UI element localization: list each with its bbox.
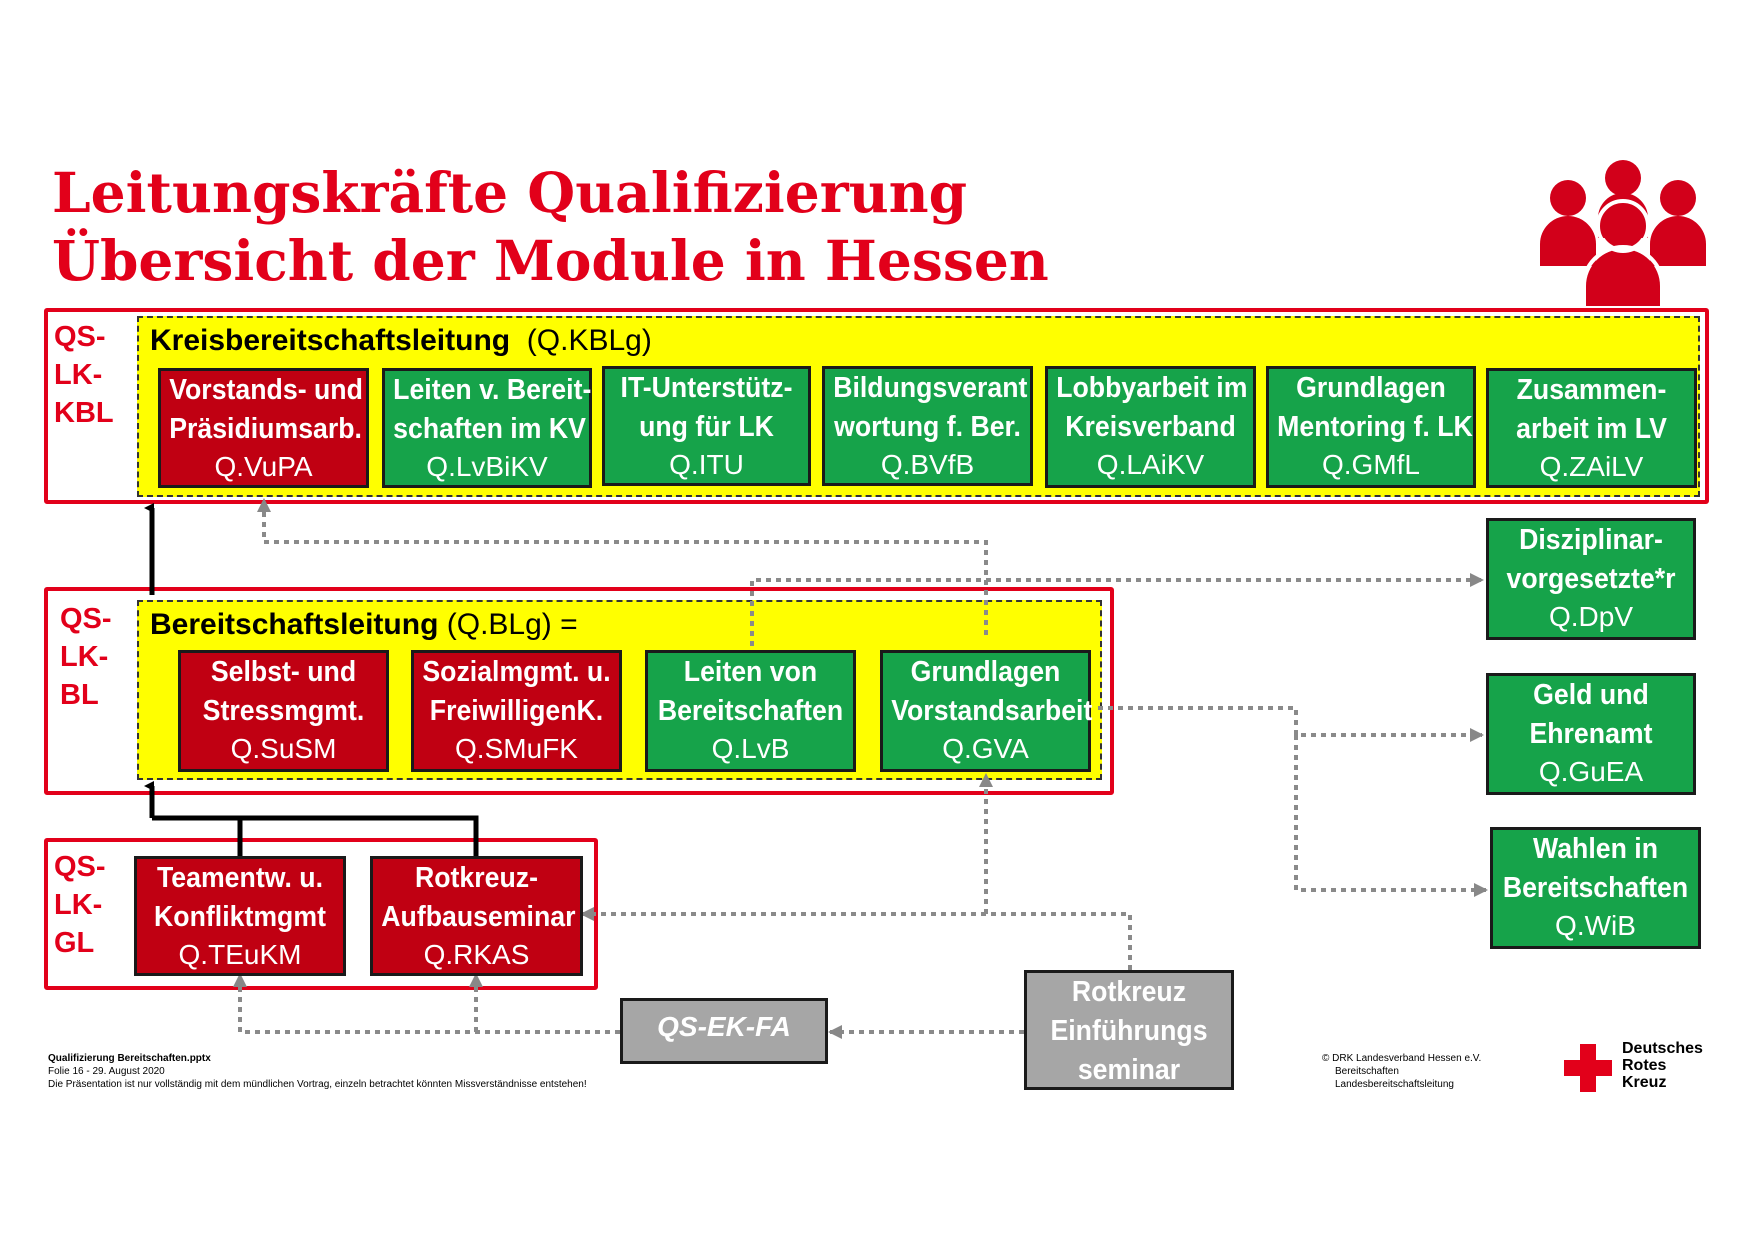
module-code: Q.BVfB	[880, 449, 975, 480]
module-code: Q.LvB	[711, 733, 790, 764]
kbl-heading: Kreisbereitschaftsleitung (Q.KBLg)	[150, 324, 652, 358]
module-q-zailv[interactable]: Zusammen- arbeit im LV Q.ZAiLV	[1486, 368, 1697, 488]
module-line-1: Rotkreuz-	[414, 862, 539, 894]
module-q-susm[interactable]: Selbst- und Stressmgmt. Q.SuSM	[178, 650, 389, 772]
module-q-bvfb[interactable]: Bildungsverant wortung f. Ber. Q.BVfB	[822, 366, 1033, 486]
drk-logo-line-2: Rotes	[1622, 1057, 1667, 1074]
module-q-guea[interactable]: Geld und Ehrenamt Q.GuEA	[1486, 673, 1696, 795]
module-line-1: Lobbyarbeit im	[1056, 372, 1248, 404]
module-line-1: Wahlen in	[1532, 833, 1659, 865]
module-line-2: Stressmgmt.	[202, 695, 365, 727]
module-line-1: Zusammen-	[1516, 374, 1667, 406]
bl-heading-title: Bereitschaftsleitung	[150, 608, 439, 641]
level-kbl-frame	[44, 308, 1709, 504]
module-code: Q.DpV	[1548, 601, 1634, 632]
level-bl-label: QS- LK- BL	[60, 603, 112, 711]
module-line-2: arbeit im LV	[1516, 413, 1667, 445]
module-code: Q.SMuFK	[455, 733, 578, 764]
module-code: Q.GMfL	[1321, 449, 1420, 480]
module-line-2: Ehrenamt	[1529, 718, 1653, 750]
module-line-2: Bereitschaften	[657, 695, 844, 727]
footer-disclaimer: Die Präsentation ist nur vollständig mit…	[48, 1079, 587, 1090]
title-line-1: Leitungskräfte Qualifizierung	[52, 160, 968, 225]
module-q-itu[interactable]: IT-Unterstütz- ung für LK Q.ITU	[602, 366, 811, 486]
module-q-vupa[interactable]: Vorstands- und Präsidiumsarb. Q.VuPA	[158, 368, 369, 488]
bl-heading-code: (Q.BLg) =	[446, 608, 578, 641]
module-line-1: Grundlagen	[910, 656, 1061, 688]
module-q-dpv[interactable]: Disziplinar- vorgesetzte*r Q.DpV	[1486, 518, 1696, 640]
module-code: Q.GuEA	[1538, 756, 1644, 787]
module-line-2: Kreisverband	[1065, 411, 1236, 443]
module-line-1: Selbst- und	[210, 656, 357, 688]
module-q-laikv[interactable]: Lobbyarbeit im Kreisverband Q.LAiKV	[1045, 366, 1256, 488]
module-line-1: Grundlagen	[1296, 372, 1446, 404]
bl-heading: Bereitschaftsleitung (Q.BLg) =	[150, 608, 578, 642]
level-bl-frame	[44, 587, 1114, 795]
module-code: Q.VuPA	[214, 451, 313, 482]
module-line-1: Bildungsverant	[833, 372, 1028, 404]
module-line-1: Leiten von	[683, 656, 818, 688]
drk-logo-line-3: Kreuz	[1622, 1074, 1667, 1091]
red-cross-icon	[1564, 1044, 1612, 1092]
module-code: Q.WiB	[1555, 910, 1636, 941]
footer-slide: Folie 16 - 29. August 2020	[48, 1066, 165, 1077]
module-qs-ek-fa[interactable]: QS-EK-FA	[620, 998, 828, 1064]
module-line-2: Mentoring f. LK	[1277, 411, 1473, 443]
module-code: Q.LAiKV	[1096, 449, 1205, 480]
kbl-heading-code: (Q.KBLg)	[526, 324, 652, 357]
footer-left: Qualifizierung Bereitschaften.pptx Folie…	[48, 1052, 587, 1091]
drk-logo-text: Deutsches Rotes Kreuz	[1622, 1040, 1703, 1091]
module-line-3: seminar	[1077, 1054, 1181, 1086]
footer-right: © DRK Landesverband Hessen e.V. Bereitsc…	[1322, 1052, 1481, 1091]
level-gl-label: QS- LK- GL	[54, 851, 106, 959]
module-code: Q.GVA	[942, 733, 1029, 764]
module-line-1: Leiten v. Bereit-	[393, 374, 592, 406]
module-line-2: FreiwilligenK.	[429, 695, 604, 727]
module-line-1: IT-Unterstütz-	[620, 372, 793, 404]
module-line-1: Geld und	[1533, 679, 1649, 711]
footer-file: Qualifizierung Bereitschaften.pptx	[48, 1053, 211, 1064]
module-line-1: Sozialmgmt. u.	[422, 656, 611, 688]
module-code: Q.RKAS	[423, 939, 530, 970]
footer-org-3: Landesbereitschaftsleitung	[1335, 1079, 1454, 1090]
module-line-2: schaften im KV	[393, 413, 586, 445]
module-code: Q.ITU	[669, 449, 744, 480]
module-q-rkas[interactable]: Rotkreuz- Aufbauseminar Q.RKAS	[370, 856, 583, 976]
module-rotkreuz-einfuehrungsseminar[interactable]: Rotkreuz Einführungs seminar	[1024, 970, 1234, 1090]
module-q-gva[interactable]: Grundlagen Vorstandsarbeit Q.GVA	[880, 650, 1093, 772]
module-line-2: Konfliktmgmt	[154, 901, 326, 933]
people-group-icon	[1540, 160, 1706, 306]
module-code: Q.SuSM	[230, 733, 337, 764]
module-line-2: Bereitschaften	[1502, 872, 1689, 904]
module-q-teukm[interactable]: Teamentw. u. Konfliktmgmt Q.TEuKM	[134, 856, 346, 976]
drk-logo-line-1: Deutsches	[1622, 1040, 1703, 1057]
module-code: Q.LvBiKV	[426, 451, 548, 482]
module-line-2: Präsidiumsarb.	[169, 413, 362, 445]
module-line-2: wortung f. Ber.	[834, 411, 1021, 443]
kbl-heading-title: Kreisbereitschaftsleitung	[150, 324, 511, 357]
level-kbl-label: QS- LK- KBL	[54, 321, 114, 429]
module-line-1: Disziplinar-	[1519, 524, 1663, 556]
module-line-1: Vorstands- und	[169, 374, 363, 406]
module-line-2: ung für LK	[639, 411, 774, 443]
module-line-1: Rotkreuz	[1071, 976, 1187, 1008]
module-code: Q.ZAiLV	[1539, 451, 1644, 482]
module-line-2: Einführungs	[1050, 1015, 1208, 1047]
module-line-2: Vorstandsarbeit	[891, 695, 1093, 727]
module-code: Q.TEuKM	[178, 939, 302, 970]
module-qs-ek-fa-label: QS-EK-FA	[657, 1011, 791, 1042]
module-line-1: Teamentw. u.	[156, 862, 324, 894]
module-q-lvb[interactable]: Leiten von Bereitschaften Q.LvB	[645, 650, 856, 772]
footer-org-2: Bereitschaften	[1335, 1066, 1399, 1077]
module-line-2: Aufbauseminar	[381, 901, 576, 933]
title-line-2: Übersicht der Module in Hessen	[52, 228, 1049, 293]
module-q-lvbikv[interactable]: Leiten v. Bereit- schaften im KV Q.LvBiK…	[382, 368, 592, 488]
module-line-2: vorgesetzte*r	[1506, 563, 1676, 595]
module-q-wib[interactable]: Wahlen in Bereitschaften Q.WiB	[1490, 827, 1701, 949]
footer-org-1: © DRK Landesverband Hessen e.V.	[1322, 1053, 1482, 1064]
module-q-gmfl[interactable]: Grundlagen Mentoring f. LK Q.GMfL	[1266, 366, 1476, 488]
module-q-smufk[interactable]: Sozialmgmt. u. FreiwilligenK. Q.SMuFK	[411, 650, 622, 772]
